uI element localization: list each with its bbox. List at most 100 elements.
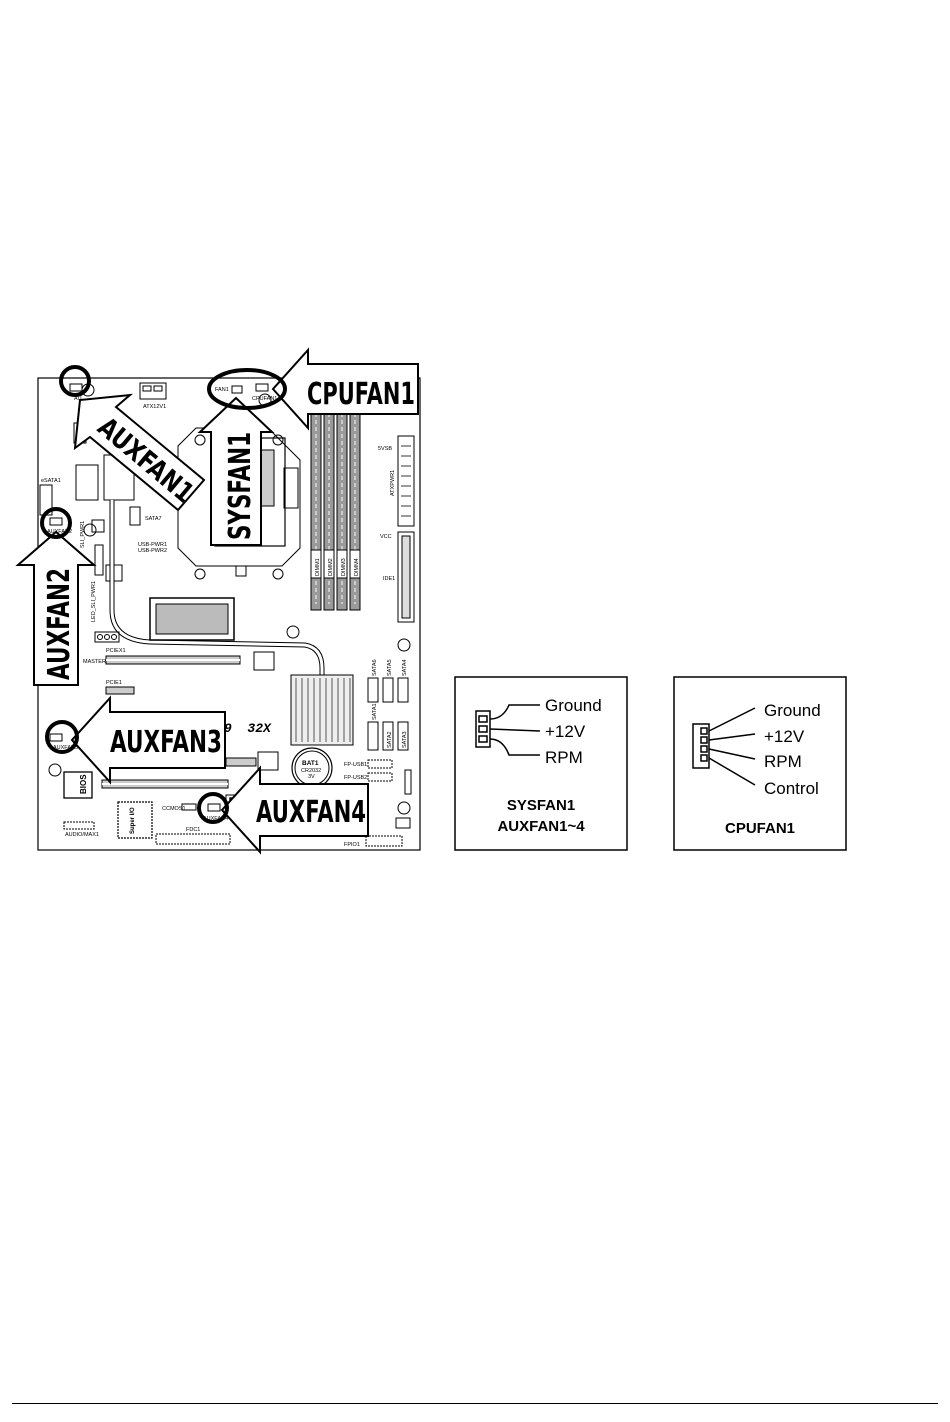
callout-sysfan1: SYSFAN1 <box>223 432 258 540</box>
dimm-slots <box>310 399 361 611</box>
pin-label: RPM <box>545 748 583 767</box>
label-bios: BIOS <box>79 774 88 794</box>
label-sysfan-small: FAN1 <box>215 387 229 393</box>
callout-arrows <box>15 347 419 855</box>
auxfan2-header <box>49 517 63 526</box>
cpufan-sysfan-highlight <box>207 368 287 410</box>
ide-connector <box>397 531 415 623</box>
fp-usb1-header <box>367 759 393 769</box>
label-vcc: VCC <box>380 534 392 540</box>
label-fpusb2: FP-USB2 <box>344 775 367 781</box>
fp-usb2-header <box>367 772 393 782</box>
label-fdc: FDC1 <box>186 827 200 833</box>
label-led-sli: LED_SLI_PWR1 <box>91 581 97 622</box>
label-dimm4: DIMM4 <box>354 558 360 576</box>
label-atx12v: ATX12V1 <box>143 404 166 410</box>
pin-label: +12V <box>764 727 805 746</box>
label-sata4: SATA4 <box>402 659 408 676</box>
atx12v-connector <box>139 382 167 400</box>
sysfan1-arrow <box>197 396 275 546</box>
atx-power-connector <box>397 435 415 527</box>
auxfan3-arrow <box>70 695 226 785</box>
io-chip <box>75 464 99 501</box>
label-superio: Super I/O <box>130 807 136 834</box>
mounting-hole <box>48 763 62 777</box>
label-ide: IDE1 <box>383 576 395 582</box>
label-atxpwr: ATXPWR1 <box>390 470 396 496</box>
label-sata6: SATA6 <box>372 659 378 676</box>
label-bat-volt: 3V <box>308 774 315 780</box>
auxfan1-highlight <box>59 365 91 397</box>
caption-3pin-line1: SYSFAN1 <box>507 797 575 814</box>
label-dimm2: DIMM2 <box>328 558 334 576</box>
label-audio: AUDIO/MAX1 <box>65 832 99 838</box>
label-usb-pwr1: USB-PWR1 <box>138 542 167 548</box>
pcie-x1-slot <box>105 686 135 695</box>
auxfan3-header <box>49 733 63 742</box>
fpio-header <box>365 835 403 847</box>
label-vsb: 5VSB <box>378 446 392 452</box>
label-bat-model: CR2032 <box>301 768 321 774</box>
label-sata3: SATA3 <box>402 731 408 748</box>
label-usb-pwr2: USB-PWR2 <box>138 548 167 554</box>
cpufan1-arrow <box>271 347 419 431</box>
connector-4pin <box>692 723 710 769</box>
auxfan1-arrow <box>73 393 206 512</box>
cpufan1-header <box>255 383 269 392</box>
label-dimm1: DIMM1 <box>315 558 321 576</box>
label-pcie1: PCIE1 <box>106 680 122 686</box>
label-fpio: FPIO1 <box>344 842 360 848</box>
callout-cpufan1: CPUFAN1 <box>307 377 415 412</box>
southbridge-heatsink <box>290 674 354 746</box>
page-footer-rule <box>12 1403 938 1404</box>
super-io-chip <box>117 801 153 839</box>
label-dimm3: DIMM3 <box>341 558 347 576</box>
label-bat-name: BAT1 <box>302 760 319 767</box>
label-fpusb1: FP-USB1 <box>344 762 367 768</box>
label-cpufan-small: CPUFAN1 <box>252 396 277 402</box>
label-auxfan2-small: AUXFAN2 <box>47 529 72 535</box>
label-sata1: SATA1 <box>372 703 378 720</box>
mounting-hole <box>397 801 411 815</box>
pinout-4pin-box: Ground +12V RPM Control CPUFAN1 <box>673 676 847 851</box>
label-sata2: SATA2 <box>387 731 393 748</box>
chipset-model-text: 9 32X <box>224 721 272 736</box>
label-sli-pwr: SLI_PWR1 <box>80 521 86 548</box>
pin-label: Ground <box>545 696 602 715</box>
auxfan1-header <box>69 383 83 392</box>
pin-label: Ground <box>764 701 821 720</box>
auxfan3-highlight <box>45 720 79 754</box>
label-pciex1: PCIEX1 <box>106 648 126 654</box>
callout-auxfan2: AUXFAN2 <box>42 568 77 680</box>
auxfan2-arrow <box>15 530 97 686</box>
pinout-3pin-box: Ground +12V RPM SYSFAN1 AUXFAN1~4 <box>454 676 628 851</box>
label-sata7: SATA7 <box>145 516 162 522</box>
mounting-hole <box>286 625 300 639</box>
bios-chip <box>63 771 93 799</box>
callout-auxfan4: AUXFAN4 <box>256 795 366 830</box>
mounting-hole <box>83 523 97 537</box>
sata7-connector <box>129 506 141 526</box>
auxfan4-arrow <box>220 765 369 855</box>
ccmos-jumper <box>181 803 197 811</box>
caption-3pin-line2: AUXFAN1~4 <box>497 818 585 835</box>
auxfan2-highlight <box>40 507 72 539</box>
caption-4pin: CPUFAN1 <box>725 820 795 837</box>
sysfan1-header <box>231 385 243 394</box>
label-esata: eSATA1 <box>41 478 61 484</box>
mounting-hole <box>397 638 411 652</box>
label-master: MASTER <box>83 659 106 665</box>
label-au: AU <box>74 396 82 402</box>
northbridge-heatsink <box>149 597 235 641</box>
label-auxfan3-small: AUXFAN3 <box>53 745 78 751</box>
audio-header <box>63 821 95 830</box>
auxfan4-header <box>207 803 221 812</box>
pin-label: Control <box>764 779 819 798</box>
label-ccmos: CCMOS1 <box>162 806 186 812</box>
callout-auxfan3: AUXFAN3 <box>110 725 222 760</box>
pin-label: +12V <box>545 722 586 741</box>
label-sata5: SATA5 <box>387 659 393 676</box>
fdc-connector <box>155 833 231 845</box>
pin-label: RPM <box>764 752 802 771</box>
